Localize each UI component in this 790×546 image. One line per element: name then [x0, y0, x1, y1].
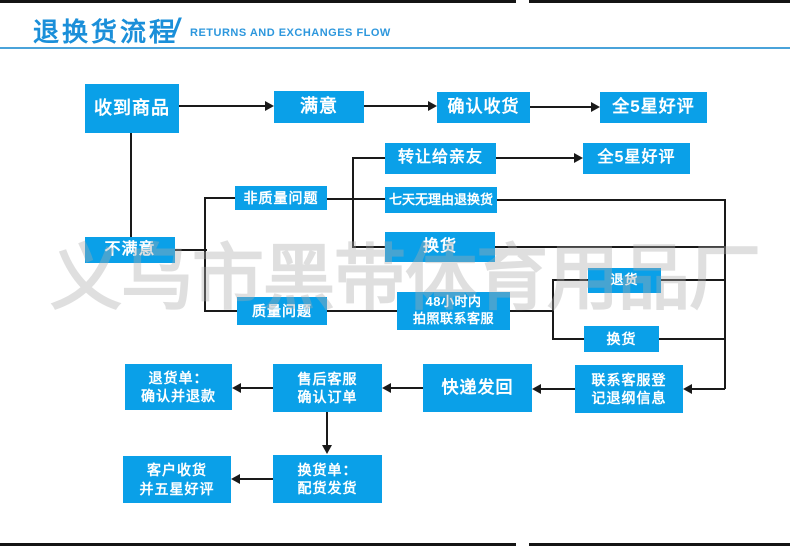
connector-confirm-to-5star [530, 106, 592, 108]
connector-received-to-satisfied [179, 105, 267, 107]
connector-right-rail [724, 199, 726, 389]
node-return-goods: 退货 [588, 268, 661, 293]
connector-exchange2-to-right-rail [659, 338, 726, 340]
node-exchange-2: 换货 [584, 326, 659, 352]
arrowhead-right-icon [574, 153, 583, 163]
node-non-quality-issue: 非质量问题 [235, 186, 327, 210]
node-return-order-refund: 退货单： 确认并退款 [125, 364, 232, 410]
arrowhead-right-icon [428, 101, 437, 111]
node-satisfied: 满意 [274, 91, 364, 123]
arrowhead-left-icon [232, 383, 241, 393]
connector-aftersales-to-exchange-order [326, 412, 328, 446]
connector-exchange1-to-right-rail [495, 246, 726, 248]
node-confirm-receipt: 确认收货 [437, 92, 530, 123]
node-exchange-1: 换货 [385, 232, 495, 262]
connector-to-quality [204, 310, 237, 312]
top-border-line [0, 0, 516, 3]
node-quality-issue: 质量问题 [237, 297, 327, 325]
node-7day-no-reason-return: 七天无理由退换货 [385, 187, 497, 213]
arrowhead-down-icon [322, 445, 332, 454]
page-subtitle: RETURNS AND EXCHANGES FLOW [190, 27, 391, 39]
node-five-star-review-2: 全5星好评 [583, 143, 690, 174]
connector-to-return-goods [552, 279, 588, 281]
connector-to-exchange-1 [352, 246, 385, 248]
connector-to-non-quality [204, 197, 235, 199]
header-rule [0, 47, 790, 49]
node-unsatisfied: 不满意 [85, 237, 175, 263]
node-received-goods: 收到商品 [85, 84, 179, 133]
connector-48h-to-rail [510, 310, 554, 312]
arrowhead-right-icon [265, 101, 274, 111]
node-transfer-to-friends: 转让给亲友 [385, 143, 496, 174]
connector-non-quality-to-7day [327, 198, 385, 200]
title-divider: / [172, 13, 180, 43]
connector-quality-to-48h [327, 310, 397, 312]
connector-register-to-express [541, 388, 575, 390]
connector-to-exchange-2 [552, 338, 584, 340]
top-border-line [529, 0, 790, 3]
page-title: 退换货流程 [33, 17, 179, 47]
connector-rail-to-register [692, 388, 725, 390]
node-five-star-review-1: 全5星好评 [600, 92, 707, 123]
node-contact-service-register-info: 联系客服登 记退纲信息 [575, 365, 683, 413]
node-exchange-order-ship: 换货单： 配货发货 [273, 455, 382, 503]
connector-aftersales-to-return-order [241, 387, 273, 389]
connector-express-to-aftersales [391, 387, 423, 389]
node-after-sales-confirm-order: 售后客服 确认订单 [273, 364, 382, 412]
connector-branch-rail-48h [552, 279, 554, 340]
connector-branch-rail-left [204, 197, 206, 312]
connector-satisfied-to-confirm [364, 105, 429, 107]
arrowhead-right-icon [591, 102, 600, 112]
bottom-border-line [0, 543, 516, 546]
connector-7day-to-right-rail [497, 199, 726, 201]
connector-return-goods-to-right-rail [661, 279, 726, 281]
arrowhead-left-icon [231, 474, 240, 484]
connector-unsatisfied-to-branch [175, 249, 207, 251]
connector-to-transfer [352, 157, 385, 159]
connector-branch-rail-mid [352, 158, 354, 248]
node-express-send-back: 快递发回 [423, 364, 532, 412]
connector-received-to-unsatisfied [130, 133, 132, 237]
bottom-border-line [529, 543, 790, 546]
connector-transfer-to-5star [496, 157, 575, 159]
arrowhead-left-icon [382, 383, 391, 393]
node-48h-contact-service: 48小时内 拍照联系客服 [397, 292, 510, 330]
arrowhead-left-icon [532, 384, 541, 394]
node-customer-receive-5star: 客户收货 并五星好评 [123, 456, 231, 503]
connector-exchange-order-to-customer [240, 478, 273, 480]
arrowhead-left-icon [683, 384, 692, 394]
